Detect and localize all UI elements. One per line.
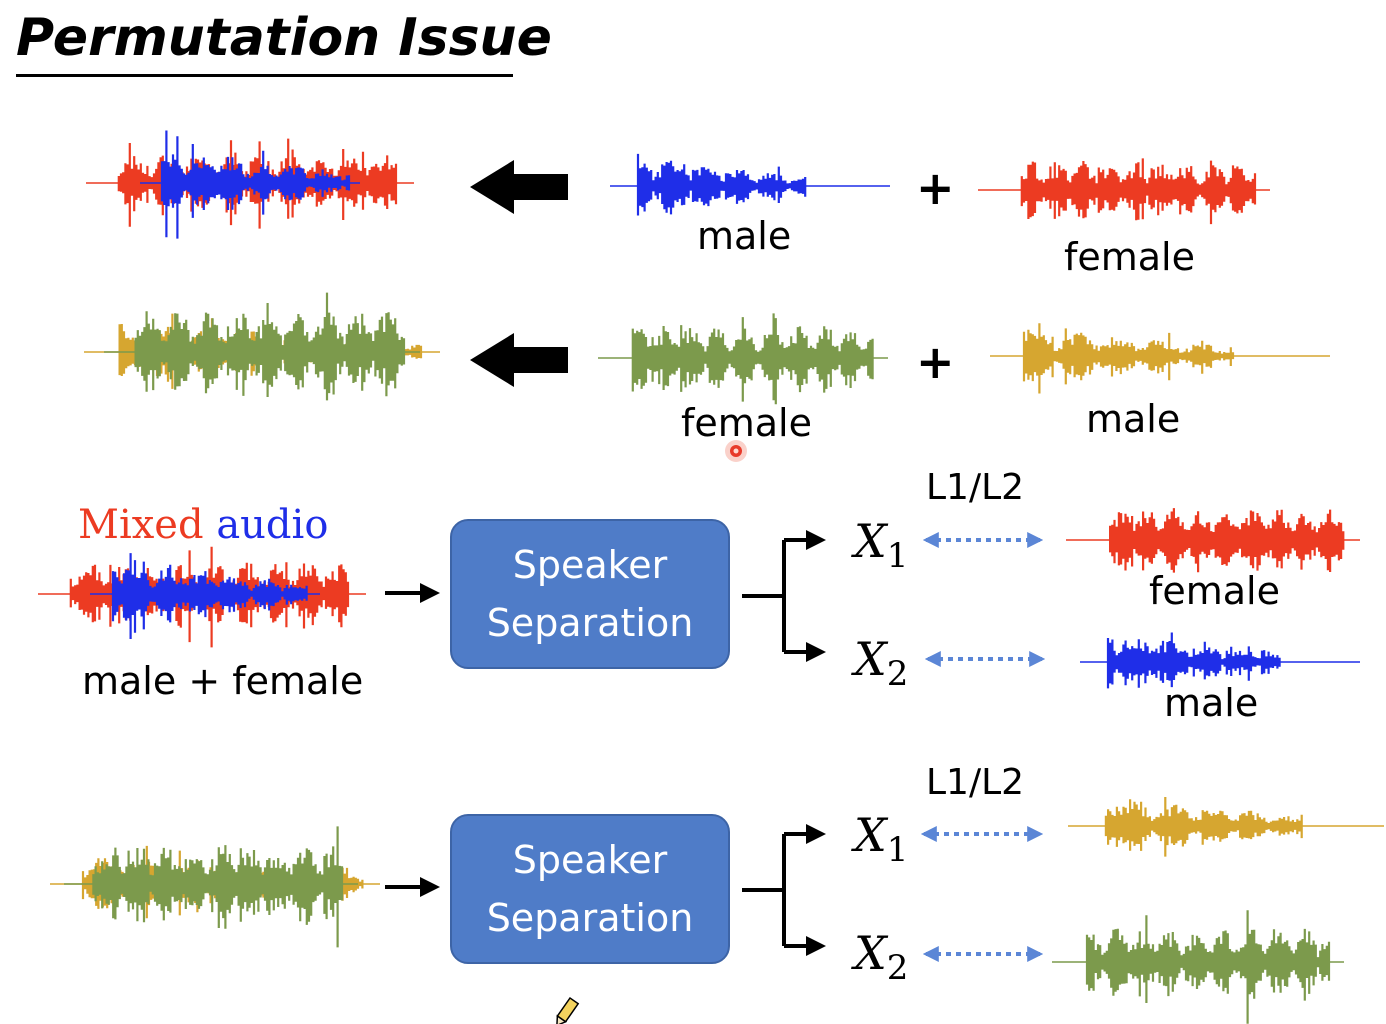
speaker-separation-box: Speaker Separation xyxy=(450,519,730,669)
mixed-audio-title: Mixed audio xyxy=(78,505,328,545)
laser-pointer-icon xyxy=(725,440,747,462)
output-var: X xyxy=(854,808,887,862)
male-waveform xyxy=(610,153,890,216)
loss-label: L1/L2 xyxy=(926,467,1025,508)
output-x2: X2 xyxy=(854,930,908,985)
bracket-arrow-icon xyxy=(742,530,826,662)
mixed-audio-space xyxy=(204,502,217,548)
mixed-audio-caption: male + female xyxy=(82,659,364,703)
left-arrow-icon xyxy=(470,160,568,214)
mix-row1-left-label: male xyxy=(697,214,792,258)
output-sub: 2 xyxy=(886,654,909,694)
output-var: X xyxy=(854,926,887,980)
target2-waveform xyxy=(1080,632,1360,689)
bracket-arrow-icon xyxy=(742,824,826,956)
output-x1: X1 xyxy=(854,518,908,573)
output-sub: 1 xyxy=(886,536,909,576)
output-x1: X1 xyxy=(854,812,908,867)
target1-label: female xyxy=(1149,569,1280,613)
male-waveform xyxy=(990,323,1330,394)
mix-row2-plus: + xyxy=(916,335,955,389)
left-arrow-icon xyxy=(470,333,568,387)
speaker-separation-box: Speaker Separation xyxy=(450,814,730,964)
target-waveform-gold xyxy=(1068,797,1384,857)
audio-word: audio xyxy=(216,502,329,548)
mix-row2-right-label: male xyxy=(1086,397,1181,441)
box-line2: Separation xyxy=(486,601,694,645)
female-waveform xyxy=(598,313,888,405)
page-title: Permutation Issue xyxy=(16,8,552,68)
mix-row1-plus: + xyxy=(916,161,955,215)
target1-waveform xyxy=(1066,508,1360,573)
box-line1: Speaker xyxy=(512,543,668,587)
mixed-waveform-green xyxy=(104,292,420,401)
mix-row1-right-label: female xyxy=(1064,235,1195,279)
mixed-input-waveform-blue xyxy=(90,553,320,639)
box-line2: Separation xyxy=(486,896,694,940)
output-var: X xyxy=(854,514,887,568)
output-sub: 1 xyxy=(886,830,909,870)
mixed-input-waveform-green xyxy=(64,826,358,948)
loss-label: L1/L2 xyxy=(926,762,1025,803)
output-var: X xyxy=(854,632,887,686)
title-underline xyxy=(16,74,513,77)
target2-label: male xyxy=(1164,681,1259,725)
female-waveform xyxy=(978,158,1270,225)
mixed-word: Mixed xyxy=(78,502,204,548)
target-waveform-green xyxy=(1052,910,1344,1024)
output-sub: 2 xyxy=(886,948,909,988)
mix-row2-left-label: female xyxy=(681,401,812,445)
output-x2: X2 xyxy=(854,636,908,691)
mixed-waveform-blue xyxy=(140,130,360,239)
pencil-cursor-icon xyxy=(556,996,580,1024)
box-line1: Speaker xyxy=(512,838,668,882)
